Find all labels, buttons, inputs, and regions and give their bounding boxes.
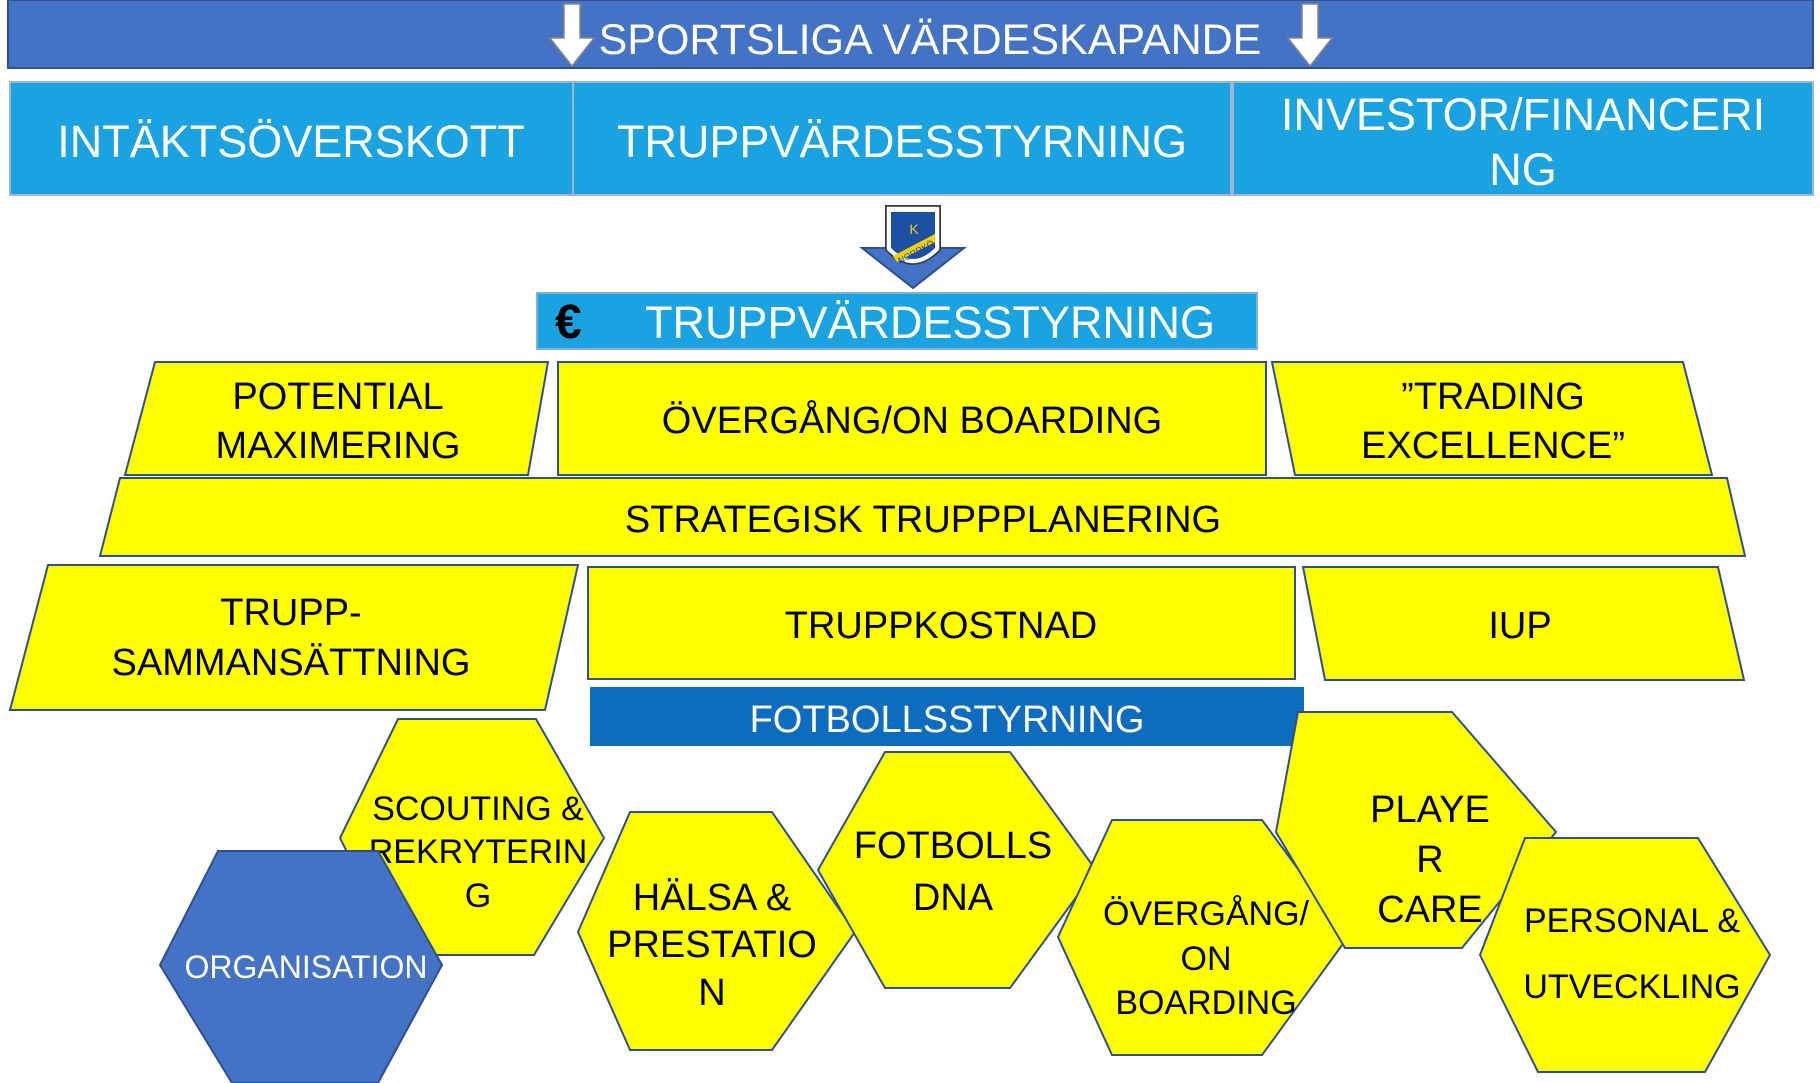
wide-bar-strategisk: STRATEGISK TRUPPPLANERING	[98, 477, 1747, 557]
hex-care-line1: PLAYE	[1370, 789, 1490, 831]
hex-dna-line1: FOTBOLLS	[854, 825, 1053, 867]
title-text: SPORTSLIGA VÄRDESKAPANDE	[599, 16, 1262, 64]
football-bar: FOTBOLLSSTYRNING	[590, 687, 1304, 746]
hex-overgang-line2: ON	[1181, 940, 1232, 978]
box-potential-line2: MAXIMERING	[216, 425, 461, 467]
top-box-investor-label-line1: INVESTOR/FINANCERI	[1281, 89, 1765, 140]
hex-personal-line2: UTVECKLING	[1523, 968, 1740, 1006]
box-iup: IUP	[1301, 566, 1746, 681]
down-arrow-icon	[1286, 3, 1334, 68]
title-bar: SPORTSLIGA VÄRDESKAPANDE	[7, 0, 1814, 69]
box-truppkostnad: TRUPPKOSTNAD	[587, 566, 1296, 680]
hex-personal: PERSONAL & UTVECKLING	[1478, 837, 1772, 1073]
hex-overgang-line3: BOARDING	[1115, 984, 1296, 1022]
football-bar-label: FOTBOLLSSTYRNING	[750, 699, 1145, 741]
box-overgang-onboarding: ÖVERGÅNG/ON BOARDING	[557, 361, 1267, 476]
hex-scouting-line1: SCOUTING &	[372, 790, 584, 828]
down-arrow-icon	[548, 3, 596, 68]
hex-scouting: SCOUTING & REKRYTERIN G	[338, 718, 606, 956]
club-crest-icon: K NORRKÖ	[885, 205, 941, 266]
top-box-truppvarde: TRUPPVÄRDESSTYRNING	[572, 81, 1232, 196]
top-box-intakt: INTÄKTSÖVERSKOTT	[9, 81, 574, 196]
hex-halsa-line2: PRESTATIO	[607, 924, 817, 966]
crest-letters: K	[909, 221, 919, 237]
hex-halsa-line1: HÄLSA &	[633, 877, 791, 919]
hex-overgang-line1: ÖVERGÅNG/	[1103, 895, 1309, 933]
hex-halsa: HÄLSA & PRESTATIO N	[576, 811, 857, 1051]
box-overgang-label: ÖVERGÅNG/ON BOARDING	[662, 398, 1162, 442]
section-bar: € TRUPPVÄRDESSTYRNING	[536, 292, 1258, 350]
box-potential-maximering: POTENTIAL MAXIMERING	[123, 361, 550, 476]
hex-scouting-line3: G	[465, 877, 491, 915]
hex-care-line2: R	[1416, 839, 1443, 881]
box-iup-label: IUP	[1488, 605, 1551, 647]
wide-bar-label: STRATEGISK TRUPPPLANERING	[625, 499, 1221, 541]
euro-icon: €	[555, 296, 582, 349]
hex-organisation-label: ORGANISATION	[185, 949, 428, 985]
box-trading-line2: EXCELLENCE”	[1361, 425, 1625, 467]
crest-arrow: K NORRKÖ	[859, 205, 967, 290]
box-truppkostnad-label: TRUPPKOSTNAD	[785, 605, 1097, 647]
hex-overgang: ÖVERGÅNG/ ON BOARDING	[1056, 819, 1350, 1056]
hex-halsa-line3: N	[698, 972, 725, 1014]
box-potential-line1: POTENTIAL	[232, 376, 443, 418]
hex-scouting-line2: REKRYTERIN	[369, 833, 588, 871]
box-trupp-sammansattning: TRUPP- SAMMANSÄTTNING	[8, 564, 580, 711]
top-box-intakt-label: INTÄKTSÖVERSKOTT	[57, 116, 525, 167]
hex-care-line3: CARE	[1377, 889, 1483, 931]
top-box-investor-label-line2: NG	[1489, 144, 1557, 195]
hex-dna-line2: DNA	[913, 877, 994, 919]
section-bar-label: TRUPPVÄRDESSTYRNING	[645, 297, 1215, 348]
hex-player-care: PLAYE R CARE	[1274, 711, 1558, 949]
hex-personal-line1: PERSONAL &	[1524, 902, 1740, 940]
top-box-investor: INVESTOR/FINANCERI NG	[1232, 81, 1814, 196]
title-bar-background	[7, 0, 1814, 69]
box-trading-line1: ”TRADING	[1401, 376, 1585, 418]
box-trupp-line2: SAMMANSÄTTNING	[112, 642, 471, 684]
top-box-truppvarde-label: TRUPPVÄRDESSTYRNING	[617, 116, 1187, 167]
box-trading-excellence: ”TRADING EXCELLENCE”	[1270, 361, 1714, 476]
box-trupp-line1: TRUPP-	[220, 592, 361, 634]
hex-organisation: ORGANISATION	[158, 850, 444, 1083]
hex-fotbolls-dna: FOTBOLLS DNA	[816, 751, 1098, 989]
